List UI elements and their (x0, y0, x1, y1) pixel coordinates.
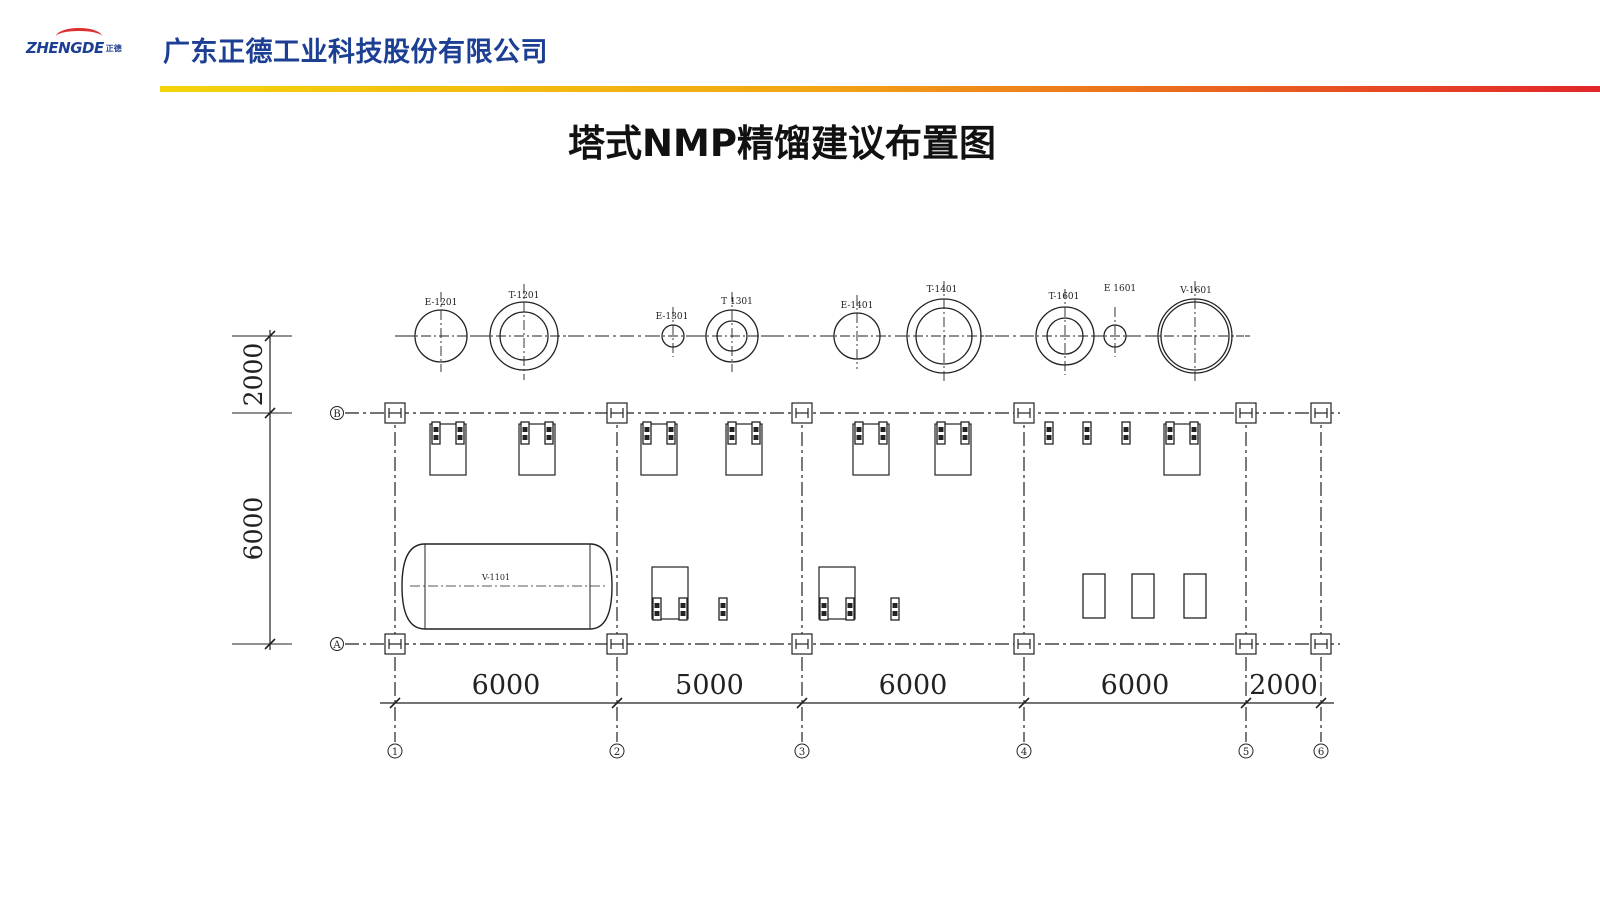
equipment-V-1101 (401, 543, 613, 630)
pump-motor-6a (936, 421, 946, 445)
equipment-tag-1: E-1201 (425, 298, 458, 308)
pump-motor-7a (1165, 421, 1175, 445)
pump-motor-A-1a (652, 597, 662, 621)
row-marker-A (330, 637, 344, 651)
page-title-text: 塔式NMP精馏建议布置图 (568, 122, 996, 165)
row-label-B: B (333, 409, 340, 420)
pump-motor-6b (960, 421, 970, 445)
pump-motor-5a (854, 421, 864, 445)
column-markers: 1 2 3 4 5 6 (387, 743, 1329, 759)
column-marker-2 (609, 743, 625, 759)
column-label-2: 2 (614, 747, 620, 758)
pump-motor-3a (642, 421, 652, 445)
pump-motor-A-2a (819, 597, 829, 621)
dimension-vertical-top: 2000 (239, 343, 268, 407)
pump-motor-7b (1189, 421, 1199, 445)
small-pump-B-3 (1121, 421, 1131, 445)
small-pump-B-1 (1044, 421, 1054, 445)
equipment-tag-8: E 1601 (1104, 284, 1136, 294)
vessel-A-3 (1183, 573, 1207, 619)
column-marker-5 (1238, 743, 1254, 759)
dimension-span-5: 2000 (1249, 670, 1318, 701)
column-marker-3 (794, 743, 810, 759)
equipment-tag-6: T-1401 (927, 285, 958, 295)
logo-mark: 正德 (105, 43, 122, 53)
row-label-A: A (332, 640, 341, 651)
column-label-5: 5 (1243, 747, 1249, 758)
small-pump-A-1 (718, 597, 728, 621)
equipment-tag-4: T 1301 (721, 297, 753, 307)
pump-motor-4a (727, 421, 737, 445)
dimension-span-3: 6000 (879, 670, 948, 701)
column-label-3: 3 (799, 747, 805, 758)
equipment-tag-10: V-1101 (481, 573, 510, 582)
dimension-span-4: 6000 (1101, 670, 1170, 701)
company-name: 广东正德工业科技股份有限公司 (163, 37, 548, 68)
column-marker-6 (1313, 743, 1329, 759)
pump-motor-3b (666, 421, 676, 445)
equipment-tag-7: T-1601 (1049, 292, 1080, 302)
small-pump-A-2 (890, 597, 900, 621)
pump-motor-1a (431, 421, 441, 445)
column-label-1: 1 (392, 747, 398, 758)
column-label-4: 4 (1021, 747, 1027, 758)
column-marker-4 (1016, 743, 1032, 759)
column-label-6: 6 (1318, 747, 1324, 758)
pump-motor-1b (455, 421, 465, 445)
dimension-span-1: 6000 (472, 670, 541, 701)
equipment-tag-2: T-1201 (509, 291, 540, 301)
pump-motor-A-1b (678, 597, 688, 621)
pump-motor-2b (544, 421, 554, 445)
header-gradient-bar (160, 86, 1600, 92)
pump-motor-2a (520, 421, 530, 445)
pump-motor-A-2b (845, 597, 855, 621)
page-title: 塔式NMP精馏建议布置图 (0, 113, 1600, 167)
dimension-lines: 6000 5000 6000 6000 2000 2000 6000 (232, 330, 1334, 709)
equipment-tag-3: E-1301 (656, 312, 689, 322)
logo-swoosh-icon (56, 28, 102, 45)
vessel-A-1 (1082, 573, 1106, 619)
equipment-tag-9: V-1601 (1179, 286, 1212, 296)
equipment-tag-5: E-1401 (841, 301, 874, 311)
company-logo: ZHENGDE 正德 (26, 28, 122, 60)
small-pump-B-2 (1082, 421, 1092, 445)
column-marker-1 (387, 743, 403, 759)
pump-motor-5b (878, 421, 888, 445)
vessel-A-2 (1131, 573, 1155, 619)
equipment-layer (384, 281, 1332, 655)
pump-motor-4b (751, 421, 761, 445)
dimension-span-2: 5000 (675, 670, 744, 701)
row-marker-B (330, 406, 344, 420)
dimension-vertical-main: 6000 (239, 497, 268, 561)
